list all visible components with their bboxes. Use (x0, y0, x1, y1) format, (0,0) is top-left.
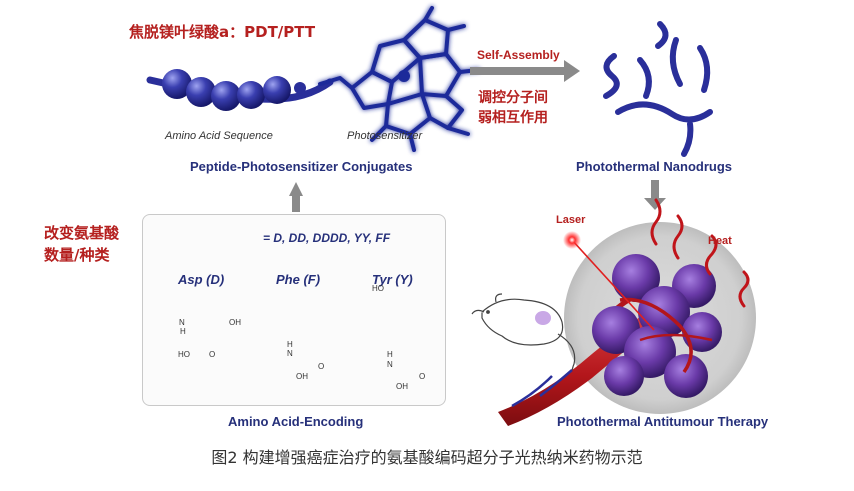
phe-name: Phe (F) (276, 272, 321, 287)
asp-ho-label: HO (178, 350, 190, 359)
tyr-h-label: H (387, 350, 393, 359)
phe-nh-label: N (287, 349, 293, 358)
nanodrug-fibers (603, 21, 713, 157)
laser-beam (563, 231, 655, 331)
phe-h-label: H (287, 340, 293, 349)
phe-oh-label: OH (296, 372, 308, 381)
phe-o-label: O (318, 362, 325, 371)
asp-name: Asp (D) (178, 272, 225, 287)
tyr-nh-label: N (387, 360, 393, 369)
amino-acid-sequence-label: Amino Acid Sequence (165, 130, 273, 142)
photosensitizer-structure (318, 6, 480, 152)
nanodrugs-title: Photothermal Nanodrugs (576, 159, 733, 174)
heat-waves (650, 198, 750, 308)
therapy-title: Photothermal Antitumour Therapy (557, 414, 769, 429)
top-label: 焦脱镁叶绿酸a：PDT/PTT (129, 23, 316, 41)
heat-label: Heat (708, 235, 732, 247)
self-assembly-arrow (470, 60, 580, 82)
change-line2: 数量/种类 (44, 246, 110, 264)
up-arrow (289, 182, 303, 212)
mouse-illustration (471, 293, 581, 385)
down-arrow (644, 180, 666, 210)
sequence-list: = D, DD, DDDD, YY, FF (263, 231, 391, 245)
encoding-title: Amino Acid-Encoding (228, 414, 364, 429)
tyr-ho-label: HO (372, 284, 384, 293)
regulate-line1: 调控分子间 (478, 90, 548, 106)
regulate-line2: 弱相互作用 (478, 110, 548, 126)
self-assembly-label: Self-Assembly (477, 48, 560, 62)
tumor-spheres (592, 254, 722, 398)
change-line1: 改变氨基酸 (44, 224, 120, 242)
peptide-bead-chain (146, 69, 334, 111)
conjugates-title: Peptide-Photosensitizer Conjugates (190, 159, 413, 174)
amino-acid-encoding-panel (142, 214, 446, 406)
asp-o-label: O (209, 350, 216, 359)
tyr-name: Tyr (Y) (372, 272, 413, 287)
photosensitizer-label: Photosensitizer (347, 130, 423, 142)
asp-oh-label: OH (229, 318, 241, 327)
tyr-oh-label: OH (396, 382, 408, 391)
laser-label: Laser (556, 214, 586, 226)
tyr-o-label: O (419, 372, 426, 381)
asp-h-label: H (180, 327, 186, 336)
asp-nh-label: N (179, 318, 185, 327)
figure-caption: 图2 构建增强癌症治疗的氨基酸编码超分子光热纳米药物示范 (211, 448, 643, 467)
